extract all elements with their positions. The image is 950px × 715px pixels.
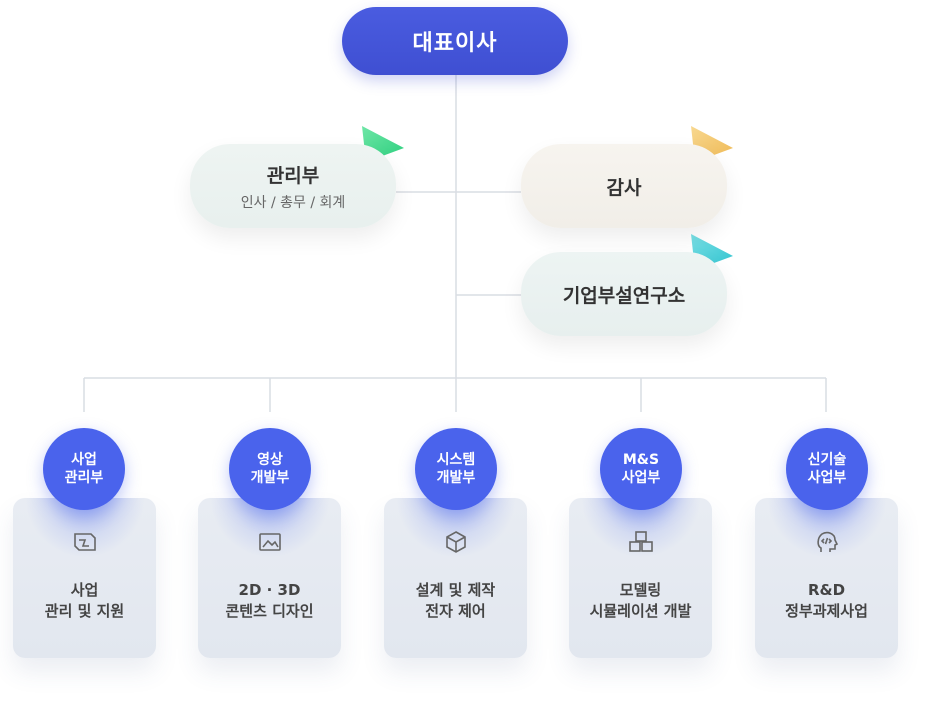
badge-line2: 사업부 (621, 470, 661, 486)
ai-head-icon (816, 531, 838, 552)
ceo-node: 대표이사 (342, 7, 568, 75)
admin-dept-node: 관리부 인사 / 총무 / 회계 (190, 144, 396, 228)
dept-line1: R&D (807, 581, 846, 599)
dept-badge-ms: M&S 사업부 (600, 428, 682, 510)
lab-title: 기업부설연구소 (562, 284, 686, 307)
dept-badge-business: 사업 관리부 (43, 428, 125, 510)
dept-line2: 전자 제어 (425, 602, 486, 620)
image-icon (258, 533, 281, 551)
dept-badge-newtech: 신기술 사업부 (786, 428, 868, 510)
admin-subtitle: 인사 / 총무 / 회계 (240, 194, 346, 211)
badge-line1: 영상 (257, 452, 283, 468)
badge-line2: 사업부 (807, 470, 847, 486)
dept-line2: 콘텐츠 디자인 (225, 602, 314, 620)
map-icon (73, 533, 96, 551)
dept-line2: 관리 및 지원 (44, 602, 125, 620)
dept-card-video: 2D · 3D 콘텐츠 디자인 (198, 498, 341, 658)
dept-badge-video: 영상 개발부 (229, 428, 311, 510)
cube-icon (445, 531, 466, 553)
dept-card-ms: 모델링 시뮬레이션 개발 (569, 498, 712, 658)
audit-title: 감사 (606, 176, 642, 199)
research-lab-node: 기업부설연구소 (521, 252, 727, 336)
dept-badge-system: 시스템 개발부 (415, 428, 497, 510)
badge-line1: 사업 (71, 452, 97, 468)
dept-line1: 모델링 (619, 581, 662, 599)
badge-line1: 시스템 (436, 452, 476, 468)
badge-line2: 관리부 (64, 470, 104, 486)
dept-line1: 설계 및 제작 (415, 581, 496, 599)
dept-card-business: 사업 관리 및 지원 (13, 498, 156, 658)
ceo-label: 대표이사 (412, 31, 498, 56)
admin-title: 관리부 (266, 164, 320, 187)
dept-line1: 2D · 3D (238, 581, 301, 599)
dept-card-system: 설계 및 제작 전자 제어 (384, 498, 527, 658)
badge-line1: 신기술 (807, 452, 847, 468)
badge-line2: 개발부 (250, 470, 290, 486)
dept-line2: 정부과제사업 (785, 602, 868, 620)
badge-line2: 개발부 (436, 470, 476, 486)
dept-line2: 시뮬레이션 개발 (589, 602, 692, 620)
boxes-icon (628, 531, 653, 552)
audit-node: 감사 (521, 144, 727, 228)
dept-card-newtech: R&D 정부과제사업 (755, 498, 898, 658)
dept-line1: 사업 (70, 581, 99, 599)
badge-line1: M&S (622, 452, 660, 468)
